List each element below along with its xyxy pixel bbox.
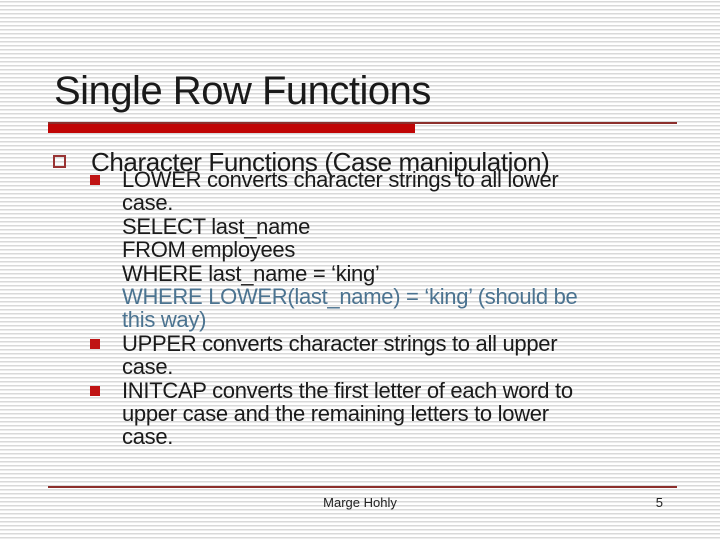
body-line: LOWER converts character strings to all … [48, 168, 668, 191]
body-line-text: FROM employees [122, 237, 296, 263]
slide-title: Single Row Functions [54, 69, 431, 113]
body-text-block: LOWER converts character strings to all … [48, 168, 668, 449]
body-line-highlighted: WHERE LOWER(last_name) = ‘king’ (should … [48, 285, 668, 308]
body-line: case. [48, 191, 668, 214]
body-line: INITCAP converts the first letter of eac… [48, 377, 668, 403]
body-line: case. [48, 355, 668, 378]
body-line-text: WHERE LOWER(last_name) = ‘king’ (should … [122, 283, 578, 309]
body-line: WHERE last_name = ‘king’ [48, 260, 668, 286]
list-bullet-icon [90, 175, 100, 185]
title-underline-thin [48, 122, 677, 124]
body-line-text: LOWER converts character strings to all … [122, 167, 559, 192]
body-line: upper case and the remaining letters to … [48, 402, 668, 425]
body-line-text: upper case and the remaining letters to … [122, 400, 549, 426]
body-line: SELECT last_name [48, 215, 668, 238]
body-line-text: UPPER converts character strings to all … [122, 330, 558, 356]
body-line: FROM employees [48, 238, 668, 261]
body-line: case. [48, 425, 668, 448]
heading-bullet-icon [53, 155, 66, 168]
list-bullet-icon [90, 385, 100, 396]
footer-author: Marge Hohly [323, 495, 397, 510]
body-line-text: WHERE last_name = ‘king’ [122, 260, 380, 286]
title-underline-bar [48, 124, 415, 133]
body-line-highlighted: this way) [48, 308, 668, 331]
list-bullet-icon [90, 338, 100, 349]
body-line-text: case. [122, 424, 174, 450]
footer-page-number: 5 [655, 495, 663, 510]
body-line-text: case. [122, 190, 174, 216]
footer-divider [48, 486, 677, 488]
body-line-text: this way) [122, 307, 207, 333]
body-line-text: INITCAP converts the first letter of eac… [122, 377, 573, 403]
heading-row: Character Functions (Case manipulation) [53, 147, 550, 177]
body-line-text: case. [122, 354, 174, 380]
heading-text: Character Functions (Case manipulation) [91, 147, 550, 177]
body-line: UPPER converts character strings to all … [48, 332, 668, 355]
body-line-text: SELECT last_name [122, 213, 311, 239]
